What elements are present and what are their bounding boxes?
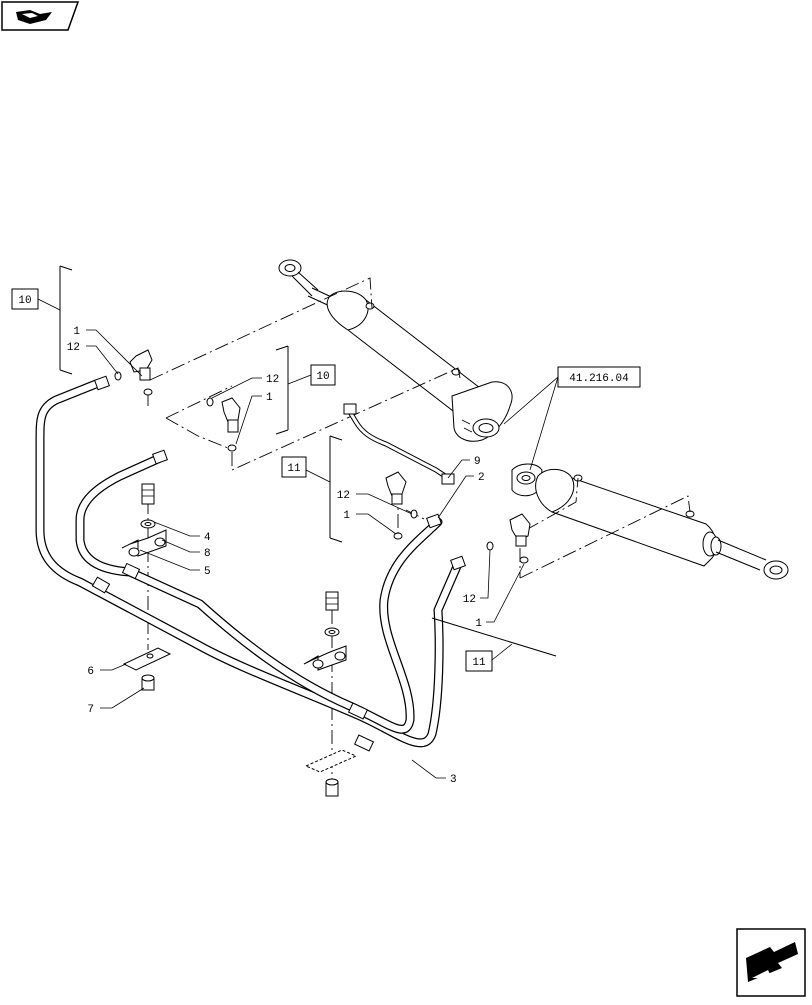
callout-1-mid: 1 xyxy=(266,392,273,404)
o-ring xyxy=(206,397,214,407)
callout-numbers: 1 12 12 1 12 1 9 2 4 8 5 6 7 12 1 3 xyxy=(67,326,485,786)
clamp-left xyxy=(121,483,172,691)
upper-cylinder xyxy=(278,259,513,442)
group-brackets xyxy=(59,265,557,657)
clamp-center xyxy=(303,591,358,797)
callout-4: 4 xyxy=(204,532,211,544)
ref-box-10-left[interactable]: 10 xyxy=(11,288,61,311)
book-icon[interactable] xyxy=(1,1,80,31)
hose-assembly xyxy=(35,375,466,752)
ref-label-11-left: 11 xyxy=(287,463,301,475)
callout-3: 3 xyxy=(450,774,457,786)
o-ring xyxy=(393,532,403,540)
ref-box-10-right[interactable]: 10 xyxy=(287,364,336,386)
ref-box-11-right[interactable]: 11 xyxy=(465,643,513,672)
callout-12-right: 12 xyxy=(463,594,476,606)
lower-cylinder xyxy=(511,463,789,580)
o-ring xyxy=(114,371,122,381)
callout-12-mid: 12 xyxy=(266,374,279,386)
callout-6: 6 xyxy=(87,666,94,678)
ref-label-10-left: 10 xyxy=(18,295,31,307)
o-ring xyxy=(227,444,237,452)
callout-1-center: 1 xyxy=(343,510,350,522)
o-ring xyxy=(410,509,418,519)
fittings xyxy=(114,349,531,564)
callout-1-left: 1 xyxy=(73,326,80,338)
o-ring xyxy=(486,541,494,551)
ref-box-11-left[interactable]: 11 xyxy=(281,456,331,483)
o-ring xyxy=(519,556,529,564)
callout-2: 2 xyxy=(478,472,485,484)
callout-12-center: 12 xyxy=(337,490,350,502)
callout-9: 9 xyxy=(474,456,481,468)
callout-leaders xyxy=(86,329,525,779)
ref-label-11-right: 11 xyxy=(472,657,486,669)
ref-box-41-216-04[interactable]: 41.216.04 xyxy=(503,366,641,471)
ref-label-10-right: 10 xyxy=(316,371,329,383)
callout-1-right: 1 xyxy=(475,618,482,630)
callout-8: 8 xyxy=(204,548,211,560)
callout-5: 5 xyxy=(204,566,211,578)
ref-label-41-216-04: 41.216.04 xyxy=(569,373,629,385)
callout-12-left: 12 xyxy=(67,342,80,354)
callout-7: 7 xyxy=(87,704,94,716)
arrow-icon[interactable] xyxy=(736,928,806,997)
o-ring xyxy=(143,388,153,396)
